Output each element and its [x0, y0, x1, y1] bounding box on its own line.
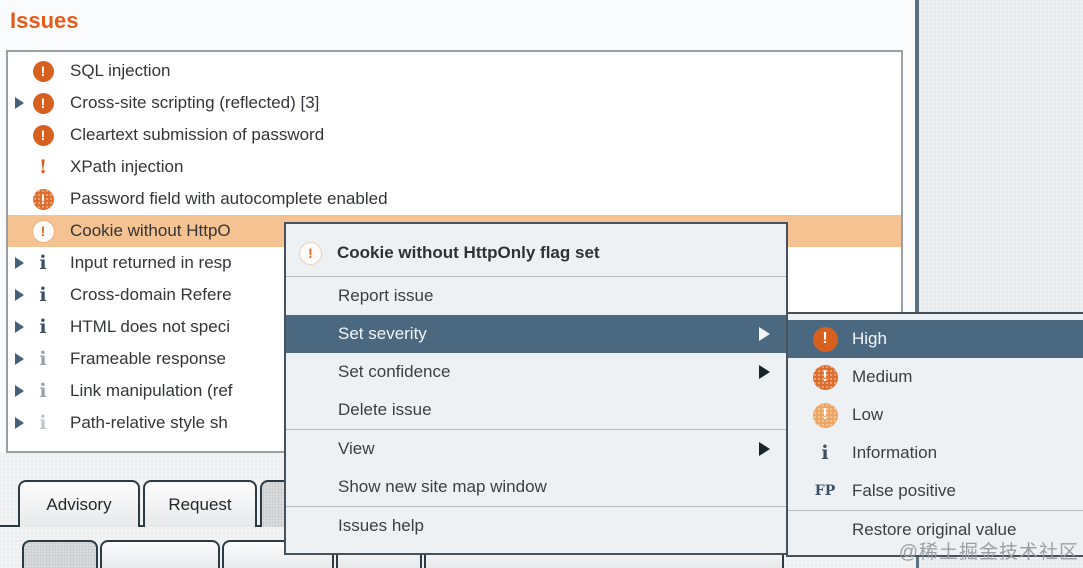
issue-label: Cookie without HttpO	[70, 221, 231, 240]
menu-item-report-issue[interactable]: Report issue	[286, 277, 786, 315]
submenu-item-high[interactable]: ! High	[788, 320, 1083, 358]
submenu-item-restore-original-value[interactable]: Restore original value	[788, 511, 1083, 549]
tab-label: Request	[168, 494, 232, 514]
info-icon: i	[821, 441, 829, 464]
page-title: Issues	[10, 8, 79, 33]
issue-row-cross-domain-referer[interactable]: i Cross-domain Refere	[8, 279, 901, 311]
menu-item-label: Set severity	[338, 324, 427, 343]
expand-arrow-icon[interactable]	[14, 353, 24, 365]
expand-arrow-icon[interactable]	[14, 321, 24, 333]
info-icon: i	[39, 251, 47, 274]
issue-label: Frameable response	[70, 349, 226, 368]
expand-arrow-icon[interactable]	[14, 385, 24, 397]
set-severity-submenu: ! High ! Medium ! Low i Information FP F…	[786, 312, 1083, 557]
submenu-item-label: Medium	[852, 367, 913, 386]
issue-row-cleartext-password[interactable]: ! Cleartext submission of password	[8, 119, 901, 151]
severity-low-icon: !	[32, 220, 54, 242]
context-menu-title: Cookie without HttpOnly flag set	[337, 243, 600, 262]
submenu-item-information[interactable]: i Information	[788, 434, 1083, 472]
issue-label: Path-relative style sh	[70, 413, 228, 432]
tab-request[interactable]: Request	[143, 480, 257, 527]
issue-row-link-manipulation[interactable]: i Link manipulation (ref	[8, 375, 901, 407]
menu-item-label: Set confidence	[338, 362, 451, 381]
issue-row-frameable-response[interactable]: i Frameable response	[8, 343, 901, 375]
issue-row-xpath-injection[interactable]: ! XPath injection	[8, 151, 901, 183]
menu-item-view[interactable]: View	[286, 430, 786, 468]
tab-row2-2[interactable]	[100, 540, 220, 568]
issue-row-sql-injection[interactable]: ! SQL injection	[8, 55, 901, 87]
info-faintest-icon: i	[39, 411, 47, 434]
menu-item-label: Show new site map window	[338, 477, 547, 496]
submenu-arrow-icon	[759, 442, 770, 456]
issue-label: XPath injection	[70, 157, 184, 176]
expand-arrow-icon[interactable]	[14, 289, 24, 301]
expand-arrow-icon[interactable]	[14, 417, 24, 429]
issue-row-path-relative-stylesheet[interactable]: i Path-relative style sh	[8, 407, 901, 439]
menu-item-label: View	[338, 439, 375, 458]
submenu-item-medium[interactable]: ! Medium	[788, 358, 1083, 396]
menu-item-issues-help[interactable]: Issues help	[286, 507, 786, 545]
submenu-item-label: Restore original value	[852, 520, 1017, 539]
panel-splitter[interactable]	[915, 0, 919, 568]
severity-high-tentative-icon: !	[38, 156, 48, 178]
submenu-arrow-icon	[759, 365, 770, 379]
severity-high-icon: !	[32, 60, 54, 82]
submenu-item-label: High	[852, 329, 887, 348]
issue-label: Link manipulation (ref	[70, 381, 233, 400]
submenu-item-false-positive[interactable]: FP False positive	[788, 472, 1083, 510]
menu-item-show-new-site-map-window[interactable]: Show new site map window	[286, 468, 786, 506]
issue-label: Cross-site scripting (reflected) [3]	[70, 93, 320, 112]
issue-label: Password field with autocomplete enabled	[70, 189, 388, 208]
severity-low-icon: !	[812, 402, 838, 428]
info-icon: i	[39, 315, 47, 338]
expand-arrow-icon[interactable]	[14, 97, 24, 109]
severity-medium-icon: !	[812, 364, 838, 390]
issue-label: Input returned in resp	[70, 253, 232, 272]
severity-medium-icon: !	[32, 188, 54, 210]
menu-item-set-confidence[interactable]: Set confidence	[286, 353, 786, 391]
menu-item-label: Report issue	[338, 286, 434, 305]
watermark: @稀土掘金技术社区	[898, 542, 1079, 563]
submenu-item-label: Information	[852, 443, 938, 462]
menu-item-label: Issues help	[338, 516, 424, 535]
menu-item-label: Delete issue	[338, 400, 432, 419]
severity-low-icon: !	[300, 242, 321, 264]
expand-arrow-icon[interactable]	[14, 257, 24, 269]
issue-label: Cleartext submission of password	[70, 125, 325, 144]
menu-separator	[286, 429, 786, 430]
submenu-item-low[interactable]: ! Low	[788, 396, 1083, 434]
tab-advisory[interactable]: Advisory	[18, 480, 140, 527]
menu-separator	[286, 276, 786, 277]
false-positive-icon: FP	[814, 483, 836, 499]
issue-row-html-charset[interactable]: i HTML does not speci	[8, 311, 901, 343]
info-icon: i	[39, 283, 47, 306]
issue-row-input-returned[interactable]: i Input returned in resp	[8, 247, 901, 279]
submenu-item-label: False positive	[852, 481, 956, 500]
severity-high-icon: !	[32, 124, 54, 146]
issue-label: Cross-domain Refere	[70, 285, 232, 304]
menu-separator	[286, 506, 786, 507]
info-faded-icon: i	[39, 347, 47, 370]
menu-item-delete-issue[interactable]: Delete issue	[286, 391, 786, 429]
issue-row-password-autocomplete[interactable]: ! Password field with autocomplete enabl…	[8, 183, 901, 215]
menu-item-set-severity[interactable]: Set severity	[286, 315, 786, 353]
issue-row-xss[interactable]: ! Cross-site scripting (reflected) [3]	[8, 87, 901, 119]
submenu-item-label: Low	[852, 405, 884, 424]
context-menu-header: ! Cookie without HttpOnly flag set	[286, 230, 786, 276]
severity-high-icon: !	[32, 92, 54, 114]
tab-row2-1[interactable]	[22, 540, 98, 568]
issue-context-menu: ! Cookie without HttpOnly flag set Repor…	[284, 222, 788, 555]
severity-high-icon: !	[812, 326, 838, 352]
tab-label: Advisory	[46, 494, 112, 514]
info-faded-icon: i	[39, 379, 47, 402]
issue-label: HTML does not speci	[70, 317, 230, 336]
issue-label: SQL injection	[70, 61, 171, 80]
menu-separator	[788, 510, 1083, 511]
submenu-arrow-icon	[759, 327, 770, 341]
